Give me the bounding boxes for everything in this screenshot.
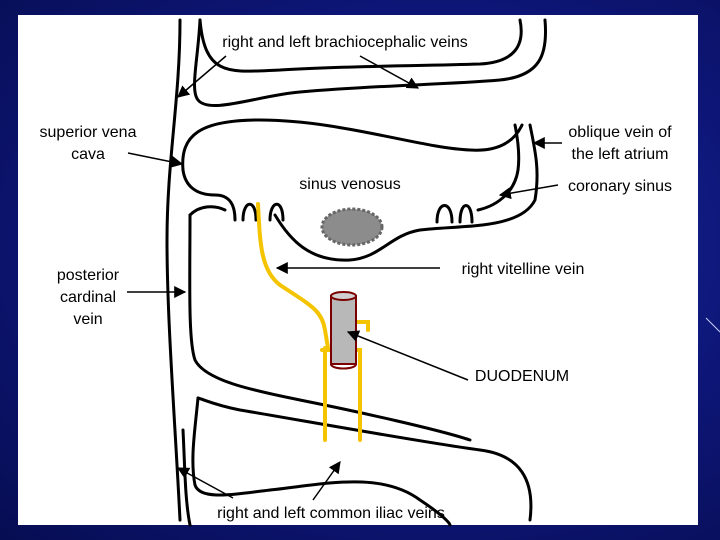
cardinal-inner-junction — [188, 205, 227, 217]
iliac-left-wall — [181, 428, 192, 527]
label-oblique-line1: oblique vein of — [568, 124, 672, 141]
label-duodenum: DUODENUM — [475, 368, 569, 385]
vitelline-upper-stub — [353, 320, 370, 332]
label-brachiocephalic: right and left brachiocephalic veins — [222, 34, 467, 51]
label-posterior-line3: vein — [73, 311, 102, 328]
arrow-brachiocephalic-left — [177, 55, 227, 98]
iliac-upper-wall — [191, 396, 452, 527]
arrow-coronary-sinus — [498, 184, 559, 200]
sinus-left-wall — [181, 168, 237, 222]
label-posterior-line1: posterior — [57, 267, 120, 284]
sinus-venosus-blob — [320, 207, 384, 247]
cardinal-inner-mid-wall — [188, 213, 472, 442]
label-coronary-sinus: coronary sinus — [568, 178, 672, 195]
label-oblique-line2: the left atrium — [572, 146, 669, 163]
arrow-duodenum — [346, 330, 469, 381]
label-right-vitelline: right vitelline vein — [462, 261, 585, 278]
sinus-upper-wall — [181, 118, 524, 172]
right-loop-1 — [435, 204, 454, 224]
arrow-iliac-left — [176, 467, 234, 499]
left-loop-2 — [268, 202, 285, 222]
oblique-vein-wall — [476, 123, 521, 212]
right-vitelline-vein — [256, 202, 330, 350]
cardinal-outer-wall — [165, 18, 182, 522]
arrow-superior-vena-cava — [127, 152, 184, 168]
duodenum-cylinder — [330, 291, 357, 370]
sinus-lower-wall — [273, 123, 539, 262]
label-sinus-venosus: sinus venosus — [299, 176, 400, 193]
left-loop-1 — [241, 202, 258, 222]
labels: right and left brachiocephalic veins sup… — [40, 34, 673, 522]
pointer-arrows — [127, 55, 562, 501]
label-svc-line1: superior vena — [40, 124, 137, 141]
brachiocephalic-upper-wall — [198, 18, 523, 73]
iliac-lower-wall — [196, 396, 533, 522]
label-iliac: right and left common iliac veins — [217, 505, 445, 522]
arrow-brachiocephalic-right — [359, 55, 420, 89]
right-loop-2 — [458, 204, 474, 224]
label-posterior-line2: cardinal — [60, 289, 116, 306]
label-svc-line2: cava — [71, 146, 105, 163]
arrow-iliac-right — [312, 461, 341, 501]
brachiocephalic-lower-wall — [193, 18, 548, 108]
cardinal-vein-walls — [165, 18, 548, 527]
corner-decoration — [705, 317, 720, 333]
